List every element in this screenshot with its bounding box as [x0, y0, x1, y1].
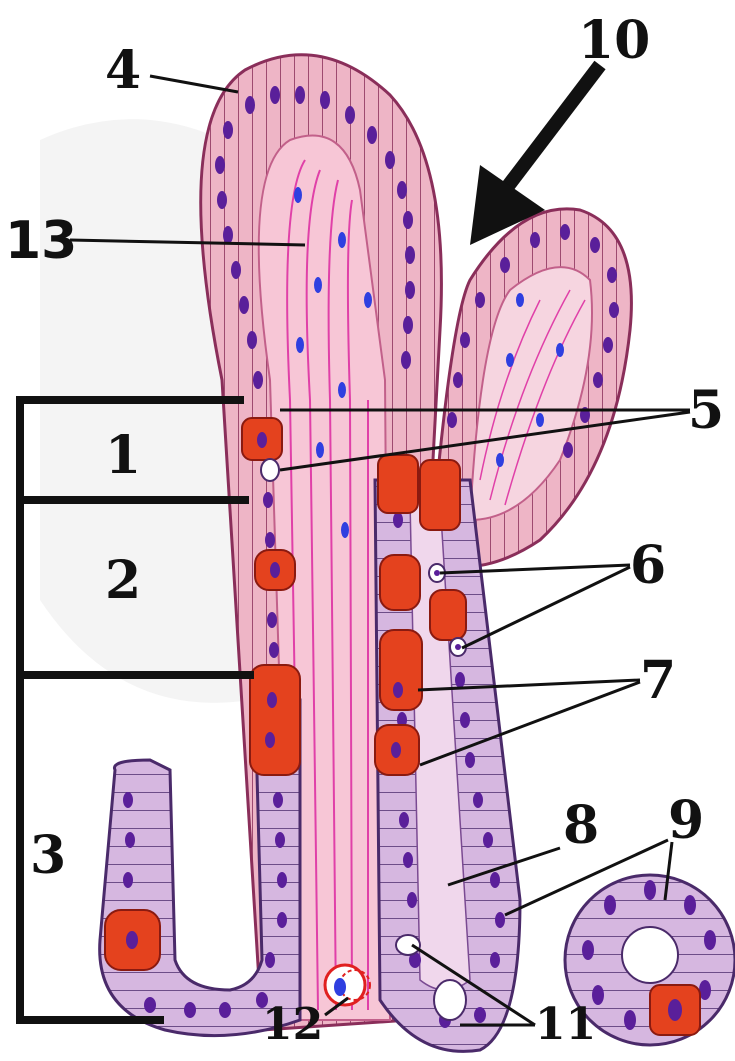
label-7: 7 [640, 655, 676, 707]
label-10: 10 [578, 15, 650, 67]
label-12: 12 [262, 1003, 323, 1047]
label-6: 6 [630, 540, 666, 592]
leader-4 [150, 76, 238, 92]
label-8: 8 [563, 800, 599, 852]
label-3: 3 [30, 830, 66, 882]
label-5: 5 [688, 385, 724, 437]
label-4: 4 [105, 45, 141, 97]
label-11: 11 [535, 1003, 596, 1047]
label-13: 13 [5, 215, 77, 267]
label-9: 9 [668, 795, 704, 847]
label-2: 2 [105, 555, 141, 607]
leader-6b [462, 567, 630, 648]
label-1: 1 [105, 430, 141, 482]
